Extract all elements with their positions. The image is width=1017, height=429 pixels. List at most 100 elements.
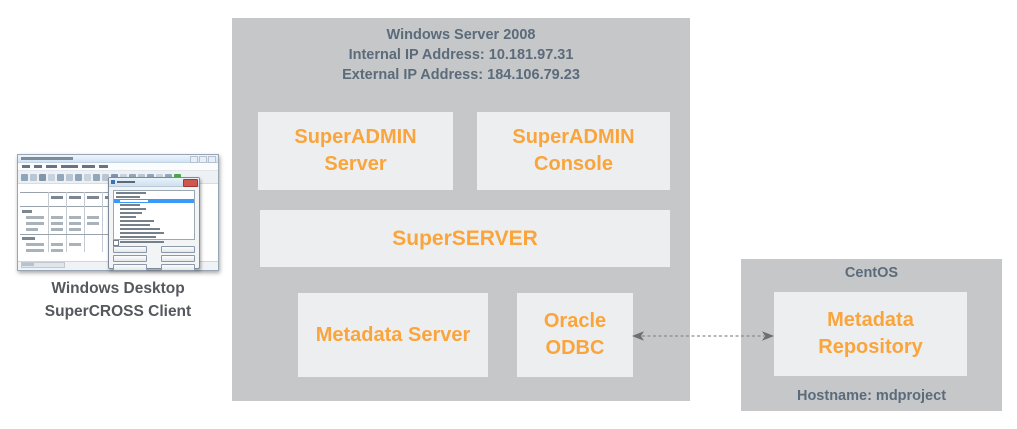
cell-value [51, 222, 63, 225]
node-label: SuperADMIN [512, 126, 635, 148]
list-row [114, 235, 194, 239]
list-row [114, 223, 194, 227]
table-line [20, 234, 150, 235]
cell-value [51, 243, 63, 246]
cell-value [87, 216, 99, 219]
dialog-button [113, 255, 147, 262]
menu-item [46, 165, 57, 168]
cell-value [51, 216, 63, 219]
menu-item [22, 165, 30, 168]
close-icon [208, 156, 216, 163]
cell-value [69, 222, 81, 225]
node-metadata-server: Metadata Server [298, 293, 488, 377]
mini-window-title-text [21, 157, 73, 160]
table-line [102, 192, 103, 252]
arrowhead-right-icon [762, 331, 774, 341]
row-label [22, 237, 35, 240]
client-caption: Windows Desktop SuperCROSS Client [10, 277, 226, 323]
node-label: ODBC [545, 337, 605, 359]
list-row-selected [114, 199, 194, 203]
list-row [114, 231, 194, 235]
row-label [26, 243, 44, 246]
cell-value [69, 243, 81, 246]
dialog-button [161, 255, 195, 262]
toolbar-icon [84, 173, 91, 181]
list-row [114, 227, 194, 231]
minimize-icon [190, 156, 198, 163]
node-oracle-odbc: Oracle ODBC [517, 293, 633, 377]
mini-dialog [108, 177, 200, 271]
column-header [87, 196, 99, 199]
mini-window-menubar [18, 163, 218, 171]
centos-title: CentOS [844, 265, 899, 281]
cell-value [69, 216, 81, 219]
toolbar-icon [66, 173, 73, 181]
maximize-icon [199, 156, 207, 163]
menu-item [99, 165, 108, 168]
table-line [48, 192, 49, 252]
dialog-app-icon [111, 180, 115, 184]
toolbar-icon [75, 173, 82, 181]
node-label: SuperADMIN [294, 126, 417, 148]
list-row [114, 219, 194, 223]
internal-ip-label: Internal IP Address: 10.181.97.31 [348, 47, 574, 63]
toolbar-icon [48, 173, 55, 181]
table-line [66, 192, 67, 252]
windows-server-group: Windows Server 2008 Internal IP Address:… [232, 18, 690, 401]
cell-value [51, 228, 63, 231]
centos-group: CentOS Metadata Repository Hostname: mdp… [741, 259, 1002, 411]
row-label [26, 249, 44, 252]
toolbar-icon [39, 173, 46, 181]
dialog-button [113, 246, 147, 253]
node-label: Metadata Server [315, 323, 471, 346]
cell-value [87, 222, 99, 225]
dashed-double-arrow [632, 331, 774, 341]
list-row [114, 195, 194, 199]
toolbar-icon [30, 173, 37, 181]
column-header [69, 196, 81, 199]
mini-window-controls [190, 156, 216, 163]
list-row [114, 203, 194, 207]
toolbar-icon [21, 173, 28, 181]
node-label: SuperSERVER [392, 227, 538, 250]
centos-hostname-label: Hostname: mdproject [796, 388, 947, 404]
node-label: Server [324, 153, 387, 175]
client-caption-line1: Windows Desktop [51, 280, 185, 297]
table-line [20, 192, 150, 193]
windows-server-title: Windows Server 2008 [386, 27, 536, 43]
list-row [114, 191, 194, 195]
row-label [26, 222, 44, 225]
mini-dialog-titlebar [109, 178, 199, 187]
node-metadata-repository: Metadata Repository [774, 292, 967, 376]
table-line [20, 206, 150, 207]
supercross-client-screenshot [17, 154, 219, 271]
dialog-button [161, 264, 195, 271]
row-label [26, 216, 44, 219]
toolbar-icon [57, 173, 64, 181]
arrowhead-left-icon [632, 331, 644, 341]
menu-item [82, 165, 95, 168]
list-row [114, 211, 194, 215]
cell-value [51, 249, 63, 252]
node-superadmin-console: SuperADMIN Console [477, 112, 670, 190]
node-label: Oracle [543, 310, 607, 332]
row-label [22, 210, 32, 213]
cell-value [69, 228, 81, 231]
dialog-close-icon [183, 179, 198, 187]
mini-dialog-buttons [113, 246, 195, 271]
checkbox-icon [113, 240, 119, 246]
checkbox-label [120, 241, 164, 243]
list-row [114, 215, 194, 219]
node-label: Console [534, 153, 613, 175]
dialog-button [161, 246, 195, 253]
mini-dialog-listbox [113, 190, 195, 240]
column-header [51, 196, 63, 199]
toolbar-icon [102, 173, 109, 181]
node-label: Metadata [827, 309, 914, 331]
table-line [84, 192, 85, 252]
scrollbar-thumb [22, 263, 34, 266]
menu-item [61, 165, 78, 168]
node-label: Repository [818, 336, 923, 358]
external-ip-label: External IP Address: 184.106.79.23 [342, 67, 580, 83]
